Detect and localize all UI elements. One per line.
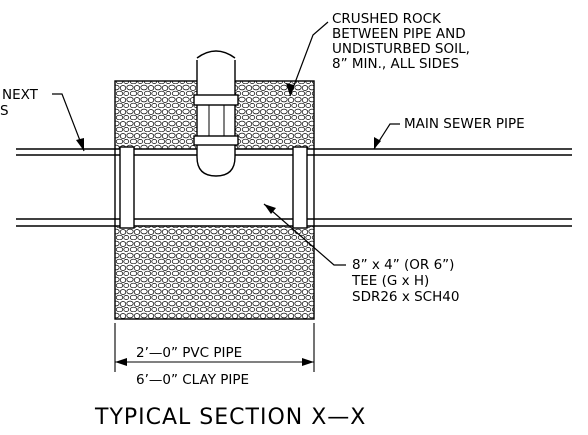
leader-arrowheads xyxy=(76,83,381,214)
note-tee-line-1: 8” x 4” (OR 6”) xyxy=(352,257,454,273)
right-coupling xyxy=(292,146,308,229)
section-title: TYPICAL SECTION X—X xyxy=(94,405,366,430)
lateral-pipe xyxy=(193,50,239,177)
note-crushed-rock-line-2: BETWEEN PIPE AND xyxy=(332,26,466,42)
crushed-rock-bottom xyxy=(115,226,314,319)
note-crushed-rock-line-1: CRUSHED ROCK xyxy=(332,11,442,27)
note-next-line-1: NEXT xyxy=(2,87,39,103)
note-main-sewer-pipe: MAIN SEWER PIPE xyxy=(404,116,525,132)
note-tee-line-3: SDR26 x SCH40 xyxy=(352,289,459,305)
crushed-rock-note: CRUSHED ROCK BETWEEN PIPE AND UNDISTURBE… xyxy=(332,11,470,72)
dimension-extension-lines xyxy=(114,323,315,372)
note-next-line-2: S xyxy=(0,103,9,119)
note-crushed-rock-line-4: 8” MIN., ALL SIDES xyxy=(332,56,459,72)
pvc-dimension-arrows xyxy=(115,358,314,366)
dimension-pvc: 2’—0” PVC PIPE xyxy=(136,345,242,361)
note-crushed-rock-line-3: UNDISTURBED SOIL, xyxy=(332,41,470,57)
next-note-partial: NEXT S xyxy=(0,87,39,119)
dimension-clay: 6’—0” CLAY PIPE xyxy=(136,372,249,388)
note-tee-line-2: TEE (G x H) xyxy=(351,273,429,289)
tee-note: 8” x 4” (OR 6”) TEE (G x H) SDR26 x SCH4… xyxy=(351,257,459,305)
left-coupling xyxy=(119,146,135,229)
